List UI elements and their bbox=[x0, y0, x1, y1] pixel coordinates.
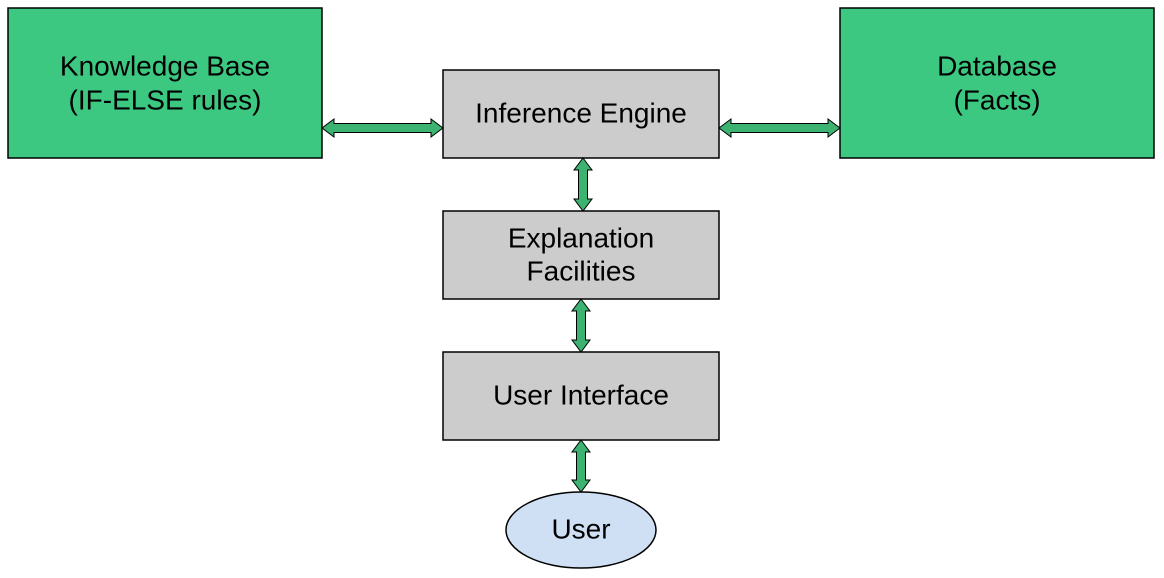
database-label-line2: (Facts) bbox=[953, 84, 1040, 115]
arrow-kb-inference bbox=[321, 118, 444, 138]
inference-engine-node: Inference Engine bbox=[442, 69, 720, 159]
database-node: Database (Facts) bbox=[839, 7, 1155, 159]
arrow-inference-database bbox=[718, 118, 841, 138]
user-interface-node: User Interface bbox=[442, 351, 720, 441]
database-label-line1: Database bbox=[937, 50, 1057, 81]
database-box bbox=[839, 7, 1155, 159]
arrow-explanation-userinterface bbox=[571, 298, 591, 353]
explanation-facilities-node: Explanation Facilities bbox=[442, 210, 720, 300]
knowledge-base-label-line2: (IF-ELSE rules) bbox=[69, 84, 262, 115]
inference-engine-label: Inference Engine bbox=[475, 97, 687, 128]
explanation-facilities-box bbox=[442, 210, 720, 300]
explanation-facilities-label-line1: Explanation bbox=[508, 222, 654, 253]
inference-engine-box bbox=[442, 69, 720, 159]
arrow-userinterface-user bbox=[571, 439, 591, 493]
knowledge-base-box bbox=[7, 7, 323, 159]
knowledge-base-label-line1: Knowledge Base bbox=[60, 50, 270, 81]
explanation-facilities-label-line2: Facilities bbox=[527, 255, 636, 286]
user-label: User bbox=[551, 513, 610, 544]
knowledge-base-node: Knowledge Base (IF-ELSE rules) bbox=[7, 7, 323, 159]
arrow-inference-explanation bbox=[573, 157, 593, 212]
user-node: User bbox=[505, 491, 657, 569]
user-interface-label: User Interface bbox=[493, 379, 669, 410]
